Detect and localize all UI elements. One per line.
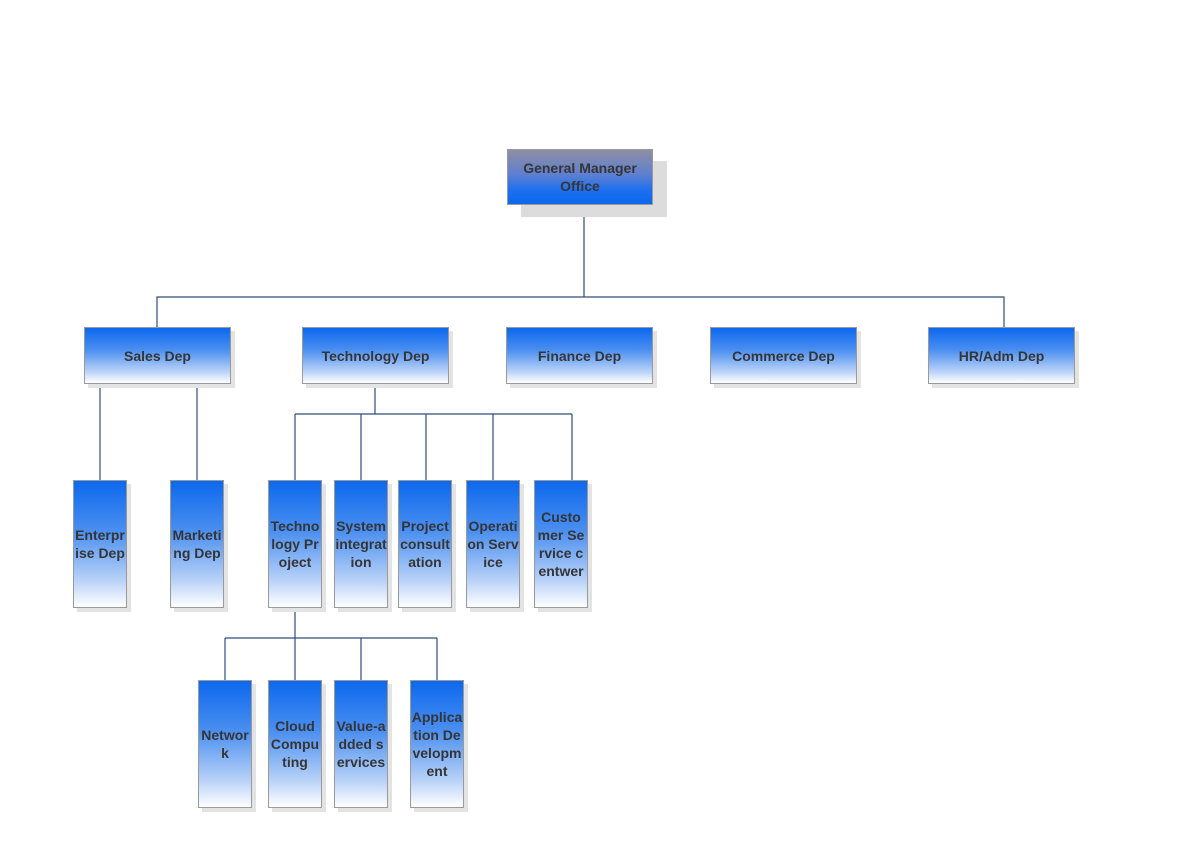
node-label: Enterprise Dep <box>75 527 125 561</box>
node-label: Marketing Dep <box>172 527 222 561</box>
node-label: Sales Dep <box>124 347 191 364</box>
node-commerce-dep: Commerce Dep <box>710 327 857 384</box>
connector-technology-bus <box>294 384 573 481</box>
node-value-added-services: Value-added services <box>334 680 388 808</box>
node-operation-service: Operation Service <box>466 480 520 608</box>
node-label: Application Development <box>411 709 463 779</box>
node-marketing-dep: Marketing Dep <box>170 480 224 608</box>
connector-root-bus <box>156 205 1005 328</box>
node-general-manager-office: General Manager Office <box>507 149 653 205</box>
node-label: Project consultation <box>400 518 450 570</box>
node-sales-dep: Sales Dep <box>84 327 231 384</box>
node-customer-service-centwer: Customer Service centwer <box>534 480 588 608</box>
node-label: Technology Project <box>270 518 320 570</box>
node-label: Network <box>201 727 249 761</box>
node-label: Technology Dep <box>321 347 430 364</box>
node-finance-dep: Finance Dep <box>506 327 653 384</box>
node-network: Network <box>198 680 252 808</box>
connector-techproject-bus <box>224 608 438 681</box>
node-label: Operation Service <box>467 518 519 570</box>
node-technology-project: Technology Project <box>268 480 322 608</box>
node-label: System integration <box>335 518 387 570</box>
node-application-development: Application Development <box>410 680 464 808</box>
node-label: Finance Dep <box>537 347 622 364</box>
node-system-integration: System integration <box>334 480 388 608</box>
node-label: Customer Service centwer <box>537 509 585 579</box>
node-label: General Manager Office <box>523 160 637 194</box>
node-technology-dep: Technology Dep <box>302 327 449 384</box>
node-label: HR/Adm Dep <box>958 347 1045 364</box>
node-cloud-computing: Cloud Computing <box>268 680 322 808</box>
node-hr-adm-dep: HR/Adm Dep <box>928 327 1075 384</box>
node-project-consultation: Project consultation <box>398 480 452 608</box>
node-label: Commerce Dep <box>732 347 835 364</box>
node-enterprise-dep: Enterprise Dep <box>73 480 127 608</box>
node-label: Value-added services <box>336 718 386 770</box>
node-label: Cloud Computing <box>270 718 320 770</box>
